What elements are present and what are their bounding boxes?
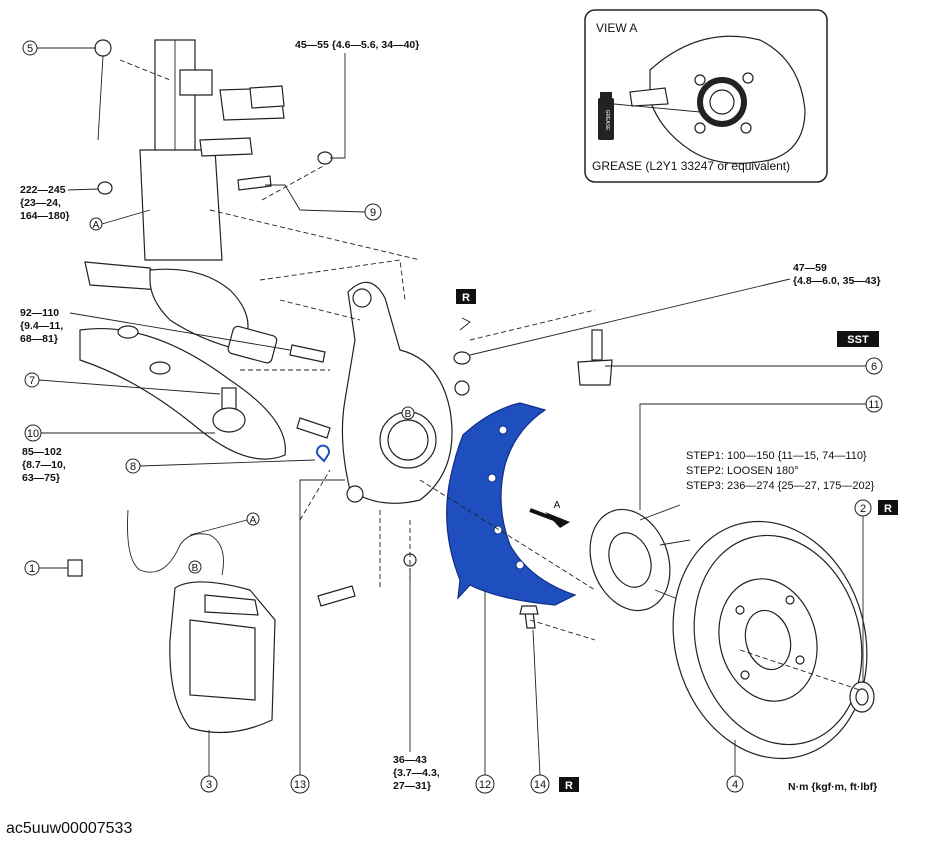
grease-tube-icon: GREASE <box>598 92 614 140</box>
svg-text:36—43: 36—43 <box>393 754 427 766</box>
callout-6: 6 <box>871 361 877 373</box>
callout-5: 5 <box>27 43 33 55</box>
svg-text:92—110: 92—110 <box>20 307 59 319</box>
abs-sensor-connector <box>219 85 285 121</box>
callout-8: 8 <box>130 461 136 473</box>
brake-caliper <box>169 581 276 734</box>
callout-14: 14 <box>534 779 546 791</box>
svg-text:STEP1: 100—150 {11—15, 74—110}: STEP1: 100—150 {11—15, 74—110} <box>686 450 867 462</box>
svg-text:{4.8—6.0, 35—43}: {4.8—6.0, 35—43} <box>793 275 881 287</box>
view-a-arrow: A <box>529 500 570 528</box>
badge-r: R <box>565 780 573 792</box>
callout-11: 11 <box>868 399 879 411</box>
hub-nut <box>849 681 875 713</box>
svg-text:164—180}: 164—180} <box>20 210 70 222</box>
badges: R SST R R <box>456 289 898 792</box>
svg-text:GREASE: GREASE <box>604 110 610 132</box>
svg-text:63—75}: 63—75} <box>22 472 60 484</box>
callouts: 5 7 10 8 1 3 13 12 14 4 <box>22 40 883 794</box>
svg-text:A: A <box>93 220 100 231</box>
svg-text:STEP2: LOOSEN 180°: STEP2: LOOSEN 180° <box>686 465 799 477</box>
callout-1: 1 <box>29 563 35 575</box>
badge-sst: SST <box>847 334 869 346</box>
svg-text:{8.7—10,: {8.7—10, <box>22 459 66 471</box>
grease-note: GREASE (L2Y1 33247 or equivalent) <box>592 159 790 173</box>
callout-10: 10 <box>27 428 39 440</box>
callout-3: 3 <box>206 779 212 791</box>
svg-text:68—81}: 68—81} <box>20 333 58 345</box>
strut-assembly <box>139 39 253 261</box>
tightening-steps: STEP1: 100—150 {11—15, 74—110} STEP2: LO… <box>686 450 875 492</box>
drive-shaft <box>84 261 278 364</box>
badge-r: R <box>462 292 470 304</box>
ball-joint <box>212 387 246 433</box>
svg-text:B: B <box>405 409 412 420</box>
callout-9: 9 <box>370 207 376 219</box>
wheel-hub <box>589 504 691 612</box>
stabilizer-link <box>94 39 112 141</box>
sst-tool <box>577 329 613 386</box>
callout-4: 4 <box>732 779 738 791</box>
unit-note: N·m {kgf·m, ft·lbf} <box>788 781 877 793</box>
dust-shield <box>446 402 577 606</box>
callout-2: 2 <box>860 503 866 515</box>
callout-7: 7 <box>29 375 35 387</box>
callout-13: 13 <box>294 779 306 791</box>
svg-text:85—102: 85—102 <box>22 446 62 458</box>
view-a-inset: VIEW A GREASE GREASE (L2Y1 33247 or equi… <box>584 9 828 183</box>
torque-45-55: 45—55 {4.6—5.6, 34—40} <box>295 39 419 51</box>
svg-text:47—59: 47—59 <box>793 262 827 274</box>
bolts <box>97 151 539 629</box>
steering-knuckle <box>341 281 470 504</box>
svg-text:{3.7—4.3,: {3.7—4.3, <box>393 767 440 779</box>
svg-text:A: A <box>554 500 561 511</box>
svg-text:{9.4—11,: {9.4—11, <box>20 320 63 332</box>
svg-text:{23—24,: {23—24, <box>20 197 61 209</box>
svg-text:B: B <box>192 563 199 574</box>
callout-12: 12 <box>479 779 491 791</box>
view-a-title: VIEW A <box>596 21 637 35</box>
torque-labels: 45—55 {4.6—5.6, 34—40} 222—245 {23—24, 1… <box>20 39 881 792</box>
abs-sensor-wire <box>67 509 224 577</box>
document-id: ac5uuw00007533 <box>6 820 133 837</box>
letter-markers: A A B B <box>89 209 415 574</box>
brake-disc <box>672 520 868 760</box>
svg-text:A: A <box>250 515 257 526</box>
svg-text:27—31}: 27—31} <box>393 780 431 792</box>
badge-r: R <box>884 503 892 515</box>
svg-text:STEP3: 236—274 {25—27, 175—202: STEP3: 236—274 {25—27, 175—202} <box>686 480 875 492</box>
svg-text:222—245: 222—245 <box>20 184 66 196</box>
dashed-guides <box>119 59 861 691</box>
